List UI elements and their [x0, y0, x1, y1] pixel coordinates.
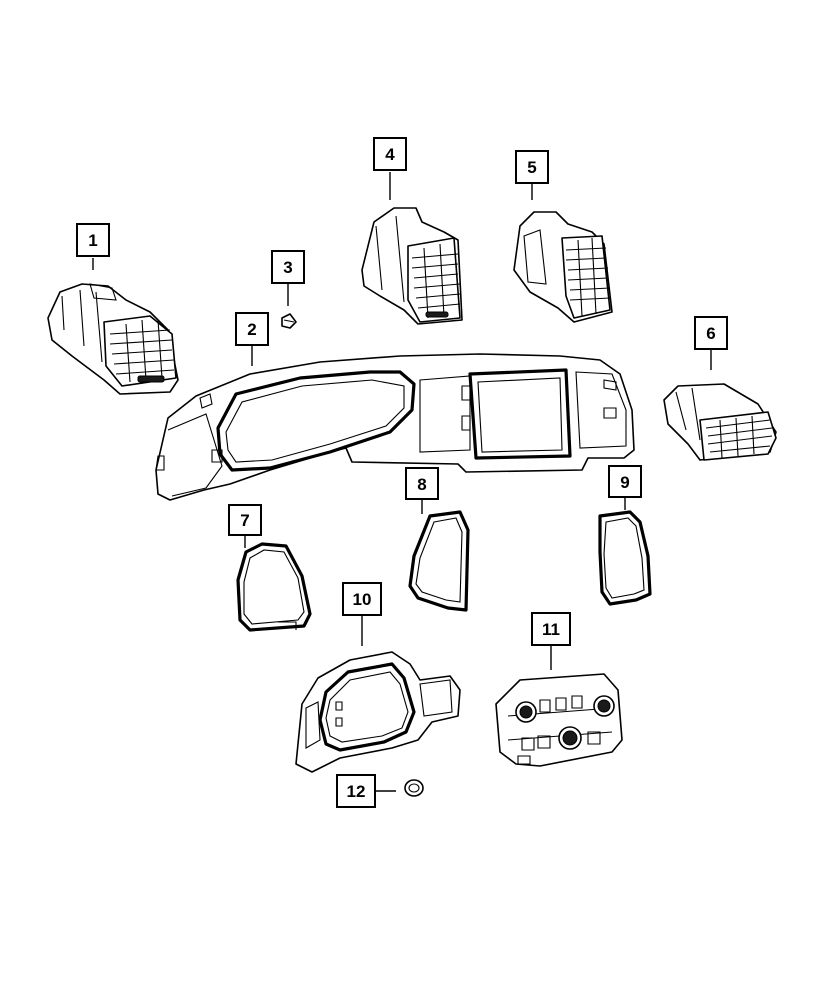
callout-8: 8 [405, 467, 439, 500]
part-12-grommet [404, 779, 424, 797]
callout-12: 12 [336, 774, 376, 808]
callout-11-label: 11 [542, 620, 560, 639]
part-8-center-bezel [408, 510, 470, 612]
part-4-center-air-vent [361, 207, 463, 325]
part-2-instrument-panel-bezel [155, 353, 635, 501]
callout-4-label: 4 [385, 145, 395, 164]
callout-9-label: 9 [620, 473, 629, 492]
callout-7-label: 7 [240, 511, 249, 530]
leader-lines [92, 172, 712, 792]
callout-5: 5 [515, 150, 549, 184]
part-1-left-air-vent [47, 283, 179, 395]
callout-3: 3 [271, 250, 305, 284]
callout-4: 4 [373, 137, 407, 171]
part-10-switch-housing [295, 651, 461, 773]
callout-2: 2 [235, 312, 269, 346]
callout-8-label: 8 [417, 475, 426, 494]
callout-10: 10 [342, 582, 382, 616]
callout-7: 7 [228, 504, 262, 536]
callout-2-label: 2 [247, 320, 256, 339]
callout-6-label: 6 [706, 324, 715, 343]
callout-6: 6 [694, 316, 728, 350]
callout-11: 11 [531, 612, 571, 646]
part-6-right-air-vent [663, 383, 777, 461]
part-5-center-air-vent [513, 211, 613, 323]
callout-9: 9 [608, 465, 642, 498]
part-3-clip [281, 313, 297, 329]
callout-5-label: 5 [527, 158, 536, 177]
part-7-left-bezel [236, 542, 312, 632]
callout-1: 1 [76, 223, 110, 257]
callout-12-label: 12 [347, 782, 366, 801]
callout-3-label: 3 [283, 258, 292, 277]
part-11-climate-control-panel [495, 673, 623, 767]
callout-1-label: 1 [88, 231, 97, 250]
callout-10-label: 10 [353, 590, 372, 609]
part-9-right-bezel [598, 510, 652, 606]
